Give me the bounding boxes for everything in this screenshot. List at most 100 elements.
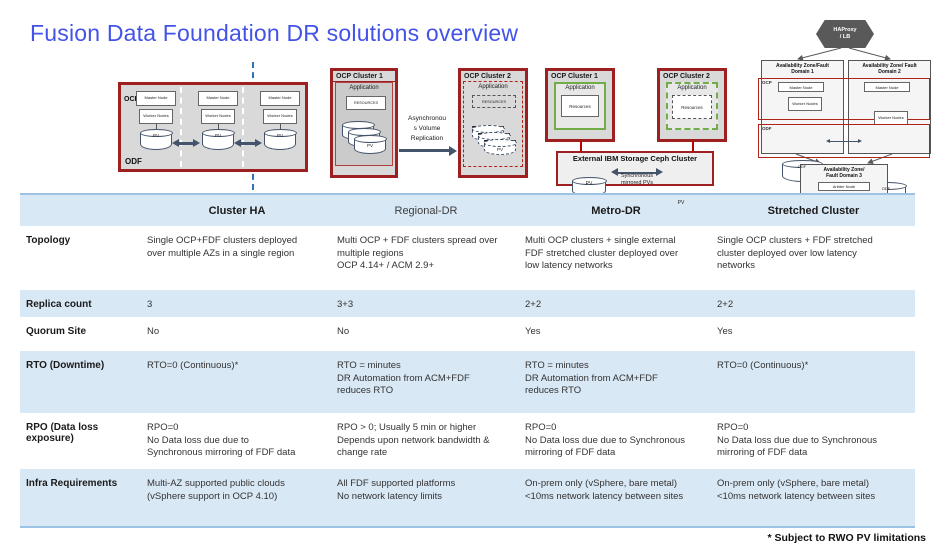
resources-box: Resources xyxy=(561,93,601,117)
col-header-cluster-ha: Cluster HA xyxy=(208,204,266,217)
storage-connector xyxy=(692,141,694,151)
zone-title: Availability Zone/ Fault Domain 3 xyxy=(823,167,865,180)
connector-line xyxy=(155,124,157,129)
table-row-infra-requirements: Infra Requirements Multi-AZ supported pu… xyxy=(20,469,915,527)
application-label: Application xyxy=(565,85,595,91)
worker-nodes-box: Worker Nodes xyxy=(201,107,237,124)
pv-cylinder: PV xyxy=(483,139,517,155)
zone-separator xyxy=(242,87,244,167)
diagram-stretched-cluster: HAProxy / LB Availability Zone/Fault Dom… xyxy=(756,14,932,204)
cell-replica-cluster-ha: 3 xyxy=(147,299,153,310)
table-row-topology: Topology Single OCP+FDF clusters deploye… xyxy=(20,226,915,290)
availability-zone-2: Availability Zone/ Fault Domain 2 xyxy=(848,60,931,154)
diagram-metro-cluster2: OCP Cluster 2 Application Resources xyxy=(657,68,727,142)
storage-title: External IBM Storage Ceph Cluster xyxy=(572,154,698,163)
row-label: RPO (Data loss exposure) xyxy=(26,422,99,444)
cell-rto-regional-dr: RTO = minutes DR Automation from ACM+FDF… xyxy=(337,360,470,397)
cell-rpo-cluster-ha: RPO=0 No Data loss due due to Synchronou… xyxy=(147,422,296,459)
cell-topology-cluster-ha: Single OCP+FDF clusters deployed over mu… xyxy=(147,235,298,259)
odf-mirror-arrow xyxy=(826,138,862,143)
pv-label: PV xyxy=(585,181,593,187)
odf-label: ODF xyxy=(762,126,772,131)
cell-infra-regional-dr: All FDF supported platforms No network l… xyxy=(337,478,456,502)
col-header-metro-dr: Metro-DR xyxy=(591,204,641,217)
pv-stack: PV xyxy=(341,121,392,161)
diagram-regional-cluster2: OCP Cluster 2 Application Resources PV xyxy=(458,68,528,178)
cell-rpo-metro-dr: RPO=0 No Data loss due due to Synchronou… xyxy=(525,422,686,459)
cell-replica-metro-dr: 2+2 xyxy=(525,299,542,310)
pv-label: PV xyxy=(366,143,373,148)
pv-label: PV xyxy=(677,200,685,206)
cluster-title: OCP Cluster 2 xyxy=(464,73,511,80)
col-header-empty xyxy=(20,194,142,226)
table-header-row: Cluster HA Regional-DR Metro-DR Stretche… xyxy=(20,194,915,226)
zone-title: Availability Zone/Fault Domain 1 xyxy=(776,63,829,76)
diagram-regional-cluster1: OCP Cluster 1 Application Resources PV xyxy=(330,68,398,178)
pv-cylinder: PV xyxy=(571,177,607,196)
col-header-stretched-cluster: Stretched Cluster xyxy=(767,204,860,217)
application-group: Application Resources xyxy=(554,82,606,130)
pv-label: PV xyxy=(152,133,159,138)
ocp-band: OCP xyxy=(758,78,930,120)
node-group: Master Node Worker Nodes PV xyxy=(133,89,179,150)
zone-title: Availability Zone/ Fault Domain 2 xyxy=(862,63,917,76)
cell-quorum-stretched: Yes xyxy=(717,326,733,337)
pv-cylinder: PV xyxy=(263,129,297,150)
odf-label: ODF xyxy=(125,157,142,166)
resources-box-dashed: Resources xyxy=(672,95,712,119)
page-title: Fusion Data Foundation DR solutions over… xyxy=(30,20,519,46)
application-group-dashed: Application Resources xyxy=(666,82,718,130)
worker-nodes-box: Worker Nodes xyxy=(874,109,910,125)
availability-zone-3: Availability Zone/ Fault Domain 3 Arbite… xyxy=(800,164,888,194)
footnote: * Subject to RWO PV limitations xyxy=(767,532,927,544)
resources-stack-dashed: Resources xyxy=(472,95,516,108)
async-replication-arrow xyxy=(399,146,457,156)
table-row-replica-count: Replica count 3 3+3 2+2 2+2 xyxy=(20,290,915,317)
worker-nodes-box: Worker Nodes xyxy=(788,95,824,111)
pv-cylinder: PV xyxy=(353,135,387,154)
worker-nodes-box: Worker Nodes xyxy=(139,107,175,124)
odf-cylinder-label: ODF xyxy=(881,186,891,191)
cluster-title: OCP Cluster 2 xyxy=(663,73,710,80)
row-label: Quorum Site xyxy=(26,326,87,337)
storage-connector xyxy=(580,141,582,151)
application-label: Application xyxy=(478,84,508,90)
table-row-rto: RTO (Downtime) RTO=0 (Continuous)* RTO =… xyxy=(20,351,915,413)
sync-mirror-label: Synchronous mirrored PVs xyxy=(620,173,654,186)
table-row-rpo: RPO (Data loss exposure) RPO=0 No Data l… xyxy=(20,413,915,469)
resources-stack: Resources xyxy=(346,94,388,110)
replication-arrow xyxy=(234,139,262,147)
replication-arrow xyxy=(172,139,200,147)
connector-line xyxy=(217,124,219,129)
master-node-box: Master Node xyxy=(136,89,178,106)
cell-rto-metro-dr: RTO = minutes DR Automation from ACM+FDF… xyxy=(525,360,658,397)
row-label: Replica count xyxy=(26,299,92,310)
haproxy-lb-node: HAProxy / LB xyxy=(816,20,874,48)
node-group: Master Node Worker Nodes PV xyxy=(195,89,241,150)
worker-nodes-box: Worker Nodes xyxy=(263,107,299,124)
odf-cylinder-label: ODF xyxy=(797,164,807,169)
connector-line xyxy=(279,124,281,129)
application-label: Application xyxy=(677,85,707,91)
odf-band: ODF xyxy=(758,124,930,158)
row-label: Infra Requirements xyxy=(26,478,118,489)
pv-stack-dashed: PV xyxy=(471,124,524,164)
cluster-content: Application Resources PV xyxy=(463,81,523,167)
diagram-metro-storage: External IBM Storage Ceph Cluster PV Syn… xyxy=(556,151,714,215)
async-replication-label: Asynchronou s Volume Replication xyxy=(408,115,446,143)
master-node-box: Master Node xyxy=(260,89,302,106)
pv-label: PV xyxy=(496,147,503,152)
comparison-table: Cluster HA Regional-DR Metro-DR Stretche… xyxy=(20,193,915,528)
application-label: Application xyxy=(349,85,379,91)
zone-separator xyxy=(180,87,182,167)
cell-replica-regional-dr: 3+3 xyxy=(337,299,354,310)
cluster-title: OCP Cluster 1 xyxy=(551,73,598,80)
table-row-quorum-site: Quorum Site No No Yes Yes xyxy=(20,317,915,351)
cell-infra-cluster-ha: Multi-AZ supported public clouds (vSpher… xyxy=(147,478,285,502)
col-header-regional-dr: Regional-DR xyxy=(394,204,458,217)
master-node-box: Master Node xyxy=(864,82,910,92)
cell-rpo-regional-dr: RPO > 0; Usually 5 min or higher Depends… xyxy=(337,422,490,459)
master-node-box: Master Node xyxy=(198,89,240,106)
ocp-label: OCP xyxy=(124,96,140,103)
cell-infra-metro-dr: On-prem only (vSphere, bare metal) <10ms… xyxy=(525,478,684,502)
